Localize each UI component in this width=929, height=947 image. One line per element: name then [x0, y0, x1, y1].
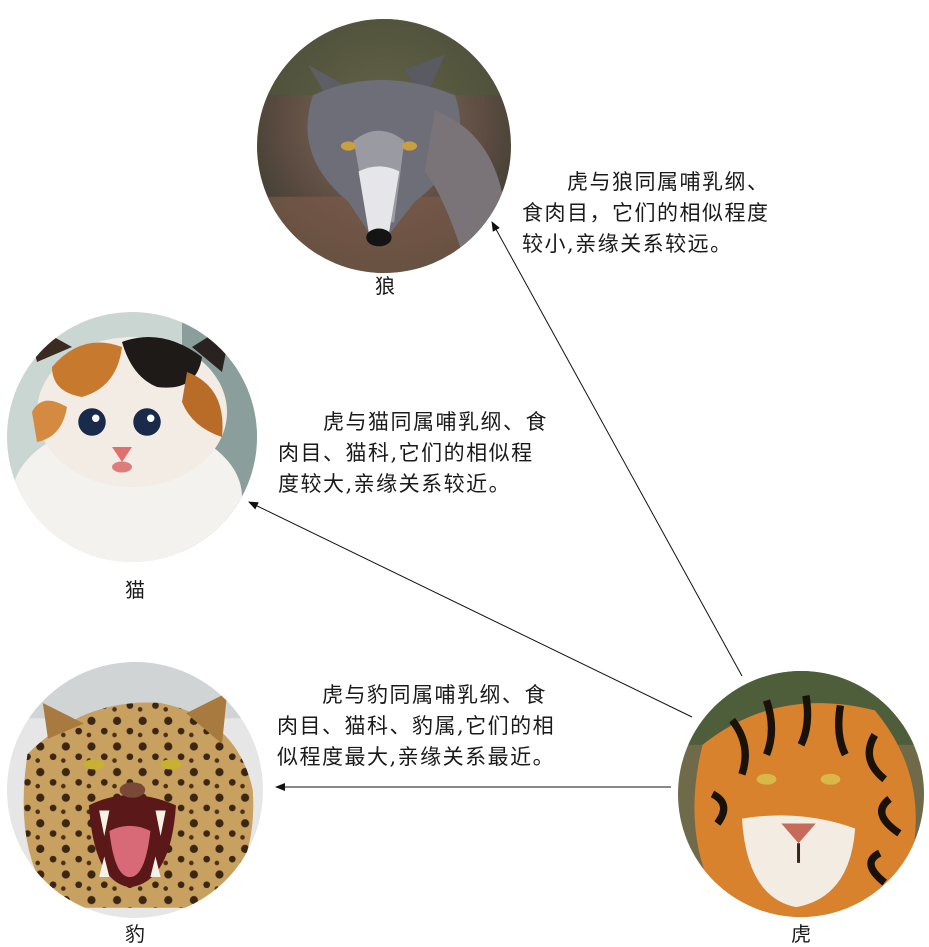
wolf-relation-line: 食肉目，它们的相似程度 [522, 201, 770, 225]
wolf-relation-text: 虎与狼同属哺乳纲、 食肉目，它们的相似程度 较小,亲缘关系较远。 [522, 167, 770, 260]
wolf-photo [257, 19, 511, 273]
tiger-photo [678, 671, 924, 917]
leopard-relation-line: 肉目、猫科、豹属,它们的相 [277, 714, 556, 738]
wolf-relation-line: 较小,亲缘关系较远。 [522, 232, 733, 256]
wolf-relation-line: 虎与狼同属哺乳纲、 [522, 170, 770, 194]
leopard-relation-line: 似程度最大,亲缘关系最近。 [277, 745, 556, 769]
cat-relation-line: 肉目、猫科,它们的相似程 [278, 441, 534, 465]
cat-label: 猫 [125, 578, 145, 602]
cat-relation-text: 虎与猫同属哺乳纲、食 肉目、猫科,它们的相似程 度较大,亲缘关系较近。 [278, 407, 548, 500]
tiger-label: 虎 [791, 922, 811, 946]
cat-relation-line: 虎与猫同属哺乳纲、食 [278, 410, 548, 434]
leopard-relation-line: 虎与豹同属哺乳纲、食 [277, 683, 547, 707]
cat-relation-line: 度较大,亲缘关系较近。 [278, 472, 512, 496]
wolf-label: 狼 [375, 274, 395, 298]
leopard-relation-text: 虎与豹同属哺乳纲、食 肉目、猫科、豹属,它们的相 似程度最大,亲缘关系最近。 [277, 680, 555, 773]
leopard-label: 豹 [125, 922, 145, 946]
cat-photo [7, 312, 257, 562]
leopard-photo [7, 662, 263, 918]
